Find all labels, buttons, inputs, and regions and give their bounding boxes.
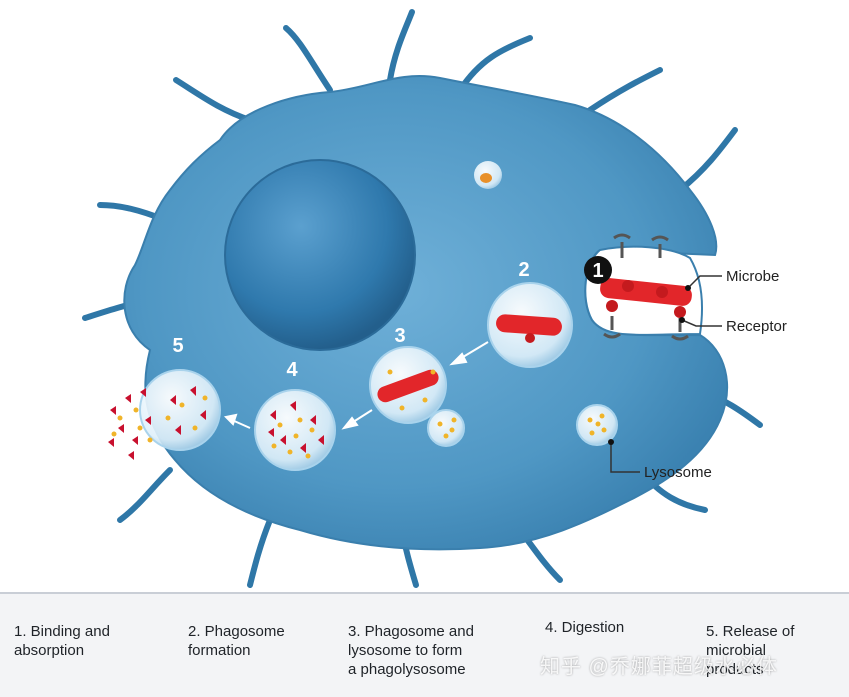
- step-1-badge: 1: [584, 256, 612, 284]
- cell-nucleus: [224, 159, 416, 351]
- arrow-2-to-3: [449, 341, 489, 366]
- digestion-vesicle: [254, 389, 336, 471]
- legend-step-3: 3. Phagosome and lysosome to form a phag…: [348, 623, 474, 678]
- callout-dots: [608, 285, 691, 445]
- legend-panel: 1. Binding and absorption 2. Phagosome f…: [0, 592, 849, 697]
- legend-step-4: 4. Digestion: [545, 619, 625, 636]
- legend-step-2: 2. Phagosome formation: [188, 623, 285, 659]
- step-1-number: 1: [592, 260, 603, 282]
- step-2-number: 2: [518, 259, 529, 281]
- callout-lysosome: Lysosome: [644, 464, 712, 481]
- callout-receptor: Receptor: [726, 318, 787, 335]
- arrow-3-to-4: [341, 409, 373, 430]
- phagocyte-illustration: 1 2: [82, 9, 787, 588]
- released-microbial-products: [108, 388, 153, 460]
- step-3-number: 3: [394, 325, 405, 347]
- callout-lines: [610, 275, 722, 473]
- callout-microbe: Microbe: [726, 268, 779, 285]
- watermark: 知乎 @乔娜菲超级水必体: [540, 656, 778, 678]
- legend-step-5: 5. Release of microbial products: [706, 623, 795, 678]
- phagosome: [487, 282, 573, 368]
- phagolysosome-forming: [369, 346, 465, 447]
- step-5-number: 5: [172, 335, 183, 357]
- release-vesicle: [139, 369, 221, 451]
- small-vesicle: [474, 161, 502, 189]
- receptor-group: [603, 233, 689, 341]
- step-4-number: 4: [286, 359, 298, 381]
- microbe: [600, 278, 692, 318]
- arrow-4-to-5: [223, 413, 251, 429]
- lysosome: [576, 404, 618, 446]
- legend-step-1: 1. Binding and absorption: [14, 623, 110, 659]
